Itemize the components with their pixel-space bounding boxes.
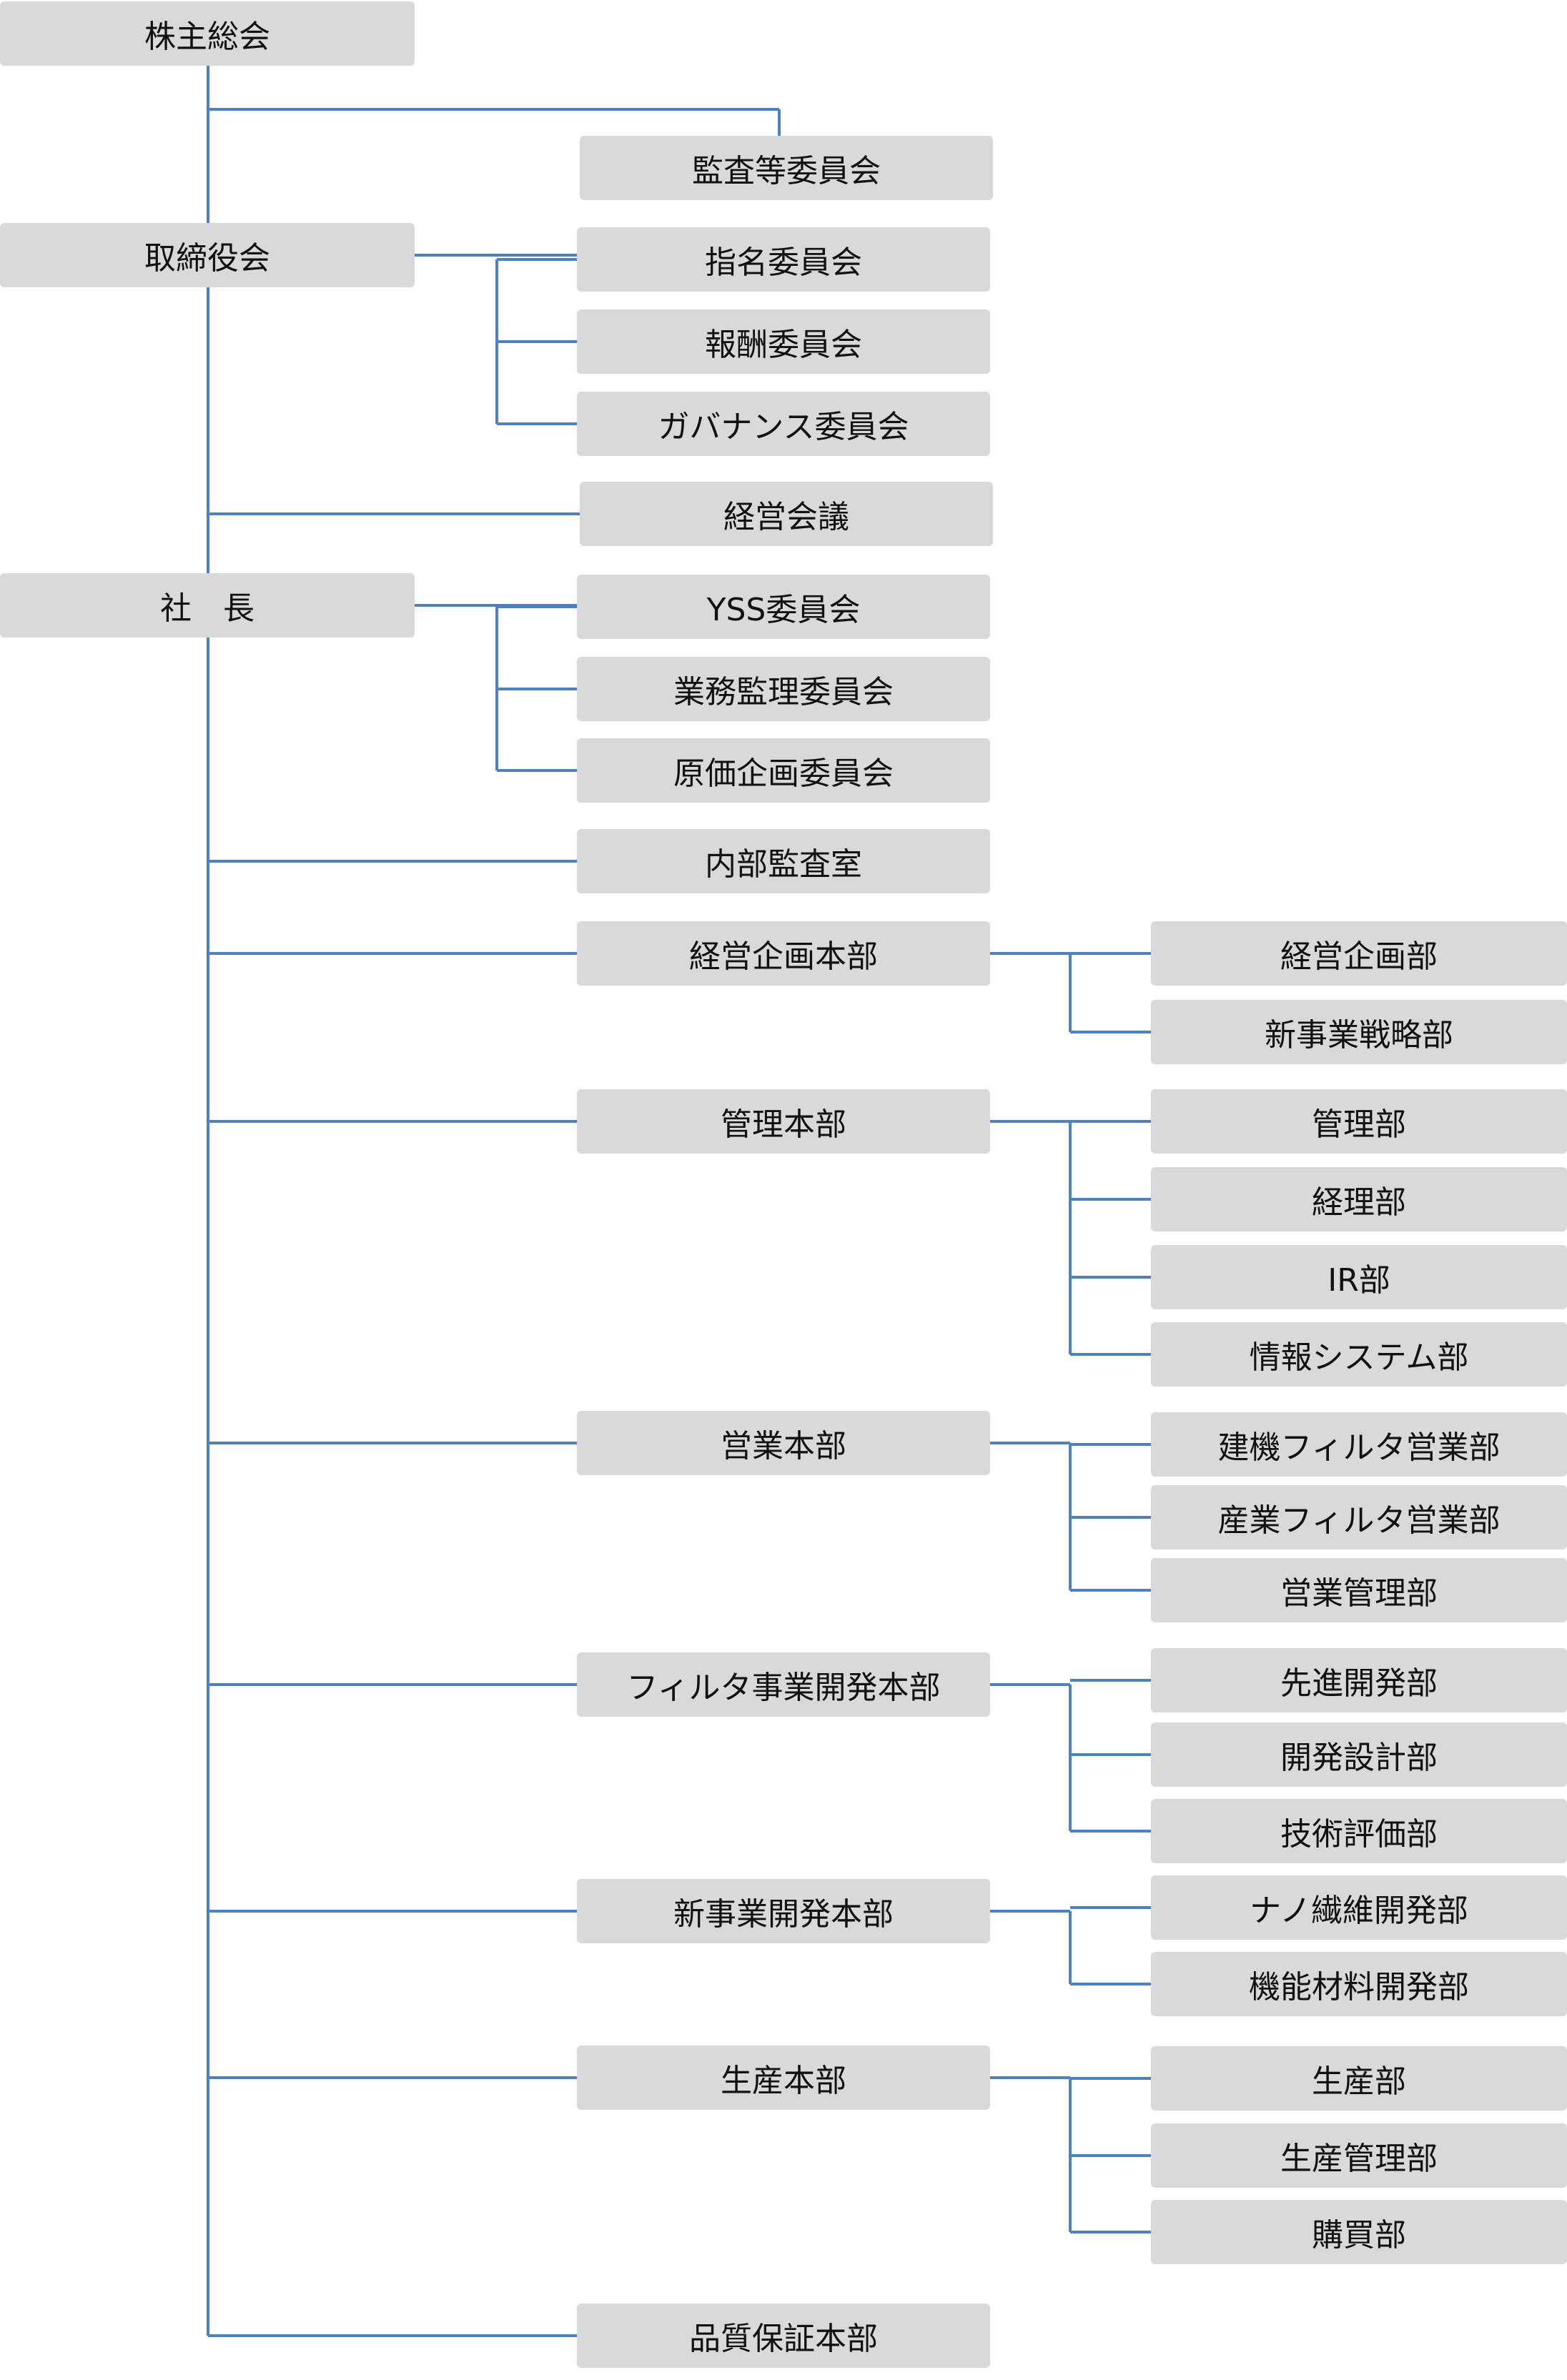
node-board-committee: 指名委員会: [577, 227, 990, 292]
node-president: 社 長: [0, 573, 415, 638]
node-division: 管理本部: [577, 1089, 990, 1154]
node-president-committee: YSS委員会: [577, 575, 990, 639]
node-department: 機能材料開発部: [1151, 1952, 1567, 2016]
node-department: 情報システム部: [1151, 1322, 1567, 1387]
node-department: 建機フィルタ営業部: [1151, 1412, 1567, 1477]
node-division: 営業本部: [577, 1411, 990, 1475]
node-department: 生産部: [1151, 2046, 1567, 2111]
node-president-committee: 業務監理委員会: [577, 657, 990, 721]
node-department: 技術評価部: [1151, 1799, 1567, 1863]
node-department: 経営企画部: [1151, 921, 1567, 986]
node-management-meeting: 経営会議: [580, 482, 993, 546]
node-division: 生産本部: [577, 2046, 990, 2110]
node-board-committee: 報酬委員会: [577, 309, 990, 374]
node-department: 生産管理部: [1151, 2123, 1567, 2188]
node-division: 品質保証本部: [577, 2304, 990, 2368]
node-board-committee: ガバナンス委員会: [577, 392, 990, 456]
node-department: 開発設計部: [1151, 1722, 1567, 1787]
node-department: ナノ繊維開発部: [1151, 1875, 1567, 1940]
node-department: 経理部: [1151, 1167, 1567, 1231]
node-department: IR部: [1151, 1245, 1567, 1309]
node-department: 新事業戦略部: [1151, 1000, 1567, 1064]
node-department: 先進開発部: [1151, 1648, 1567, 1712]
node-board: 取締役会: [0, 223, 415, 287]
node-department: 産業フィルタ営業部: [1151, 1485, 1567, 1550]
node-president-committee: 原価企画委員会: [577, 738, 990, 803]
node-department: 購買部: [1151, 2200, 1567, 2264]
node-division: 新事業開発本部: [577, 1879, 990, 1943]
node-internal-audit: 内部監査室: [577, 829, 990, 893]
node-shareholders: 株主総会: [0, 1, 415, 66]
node-division: 経営企画本部: [577, 921, 990, 986]
node-audit-committee: 監査等委員会: [580, 136, 993, 200]
node-department: 管理部: [1151, 1089, 1567, 1154]
node-department: 営業管理部: [1151, 1558, 1567, 1622]
node-division: フィルタ事業開発本部: [577, 1652, 990, 1717]
